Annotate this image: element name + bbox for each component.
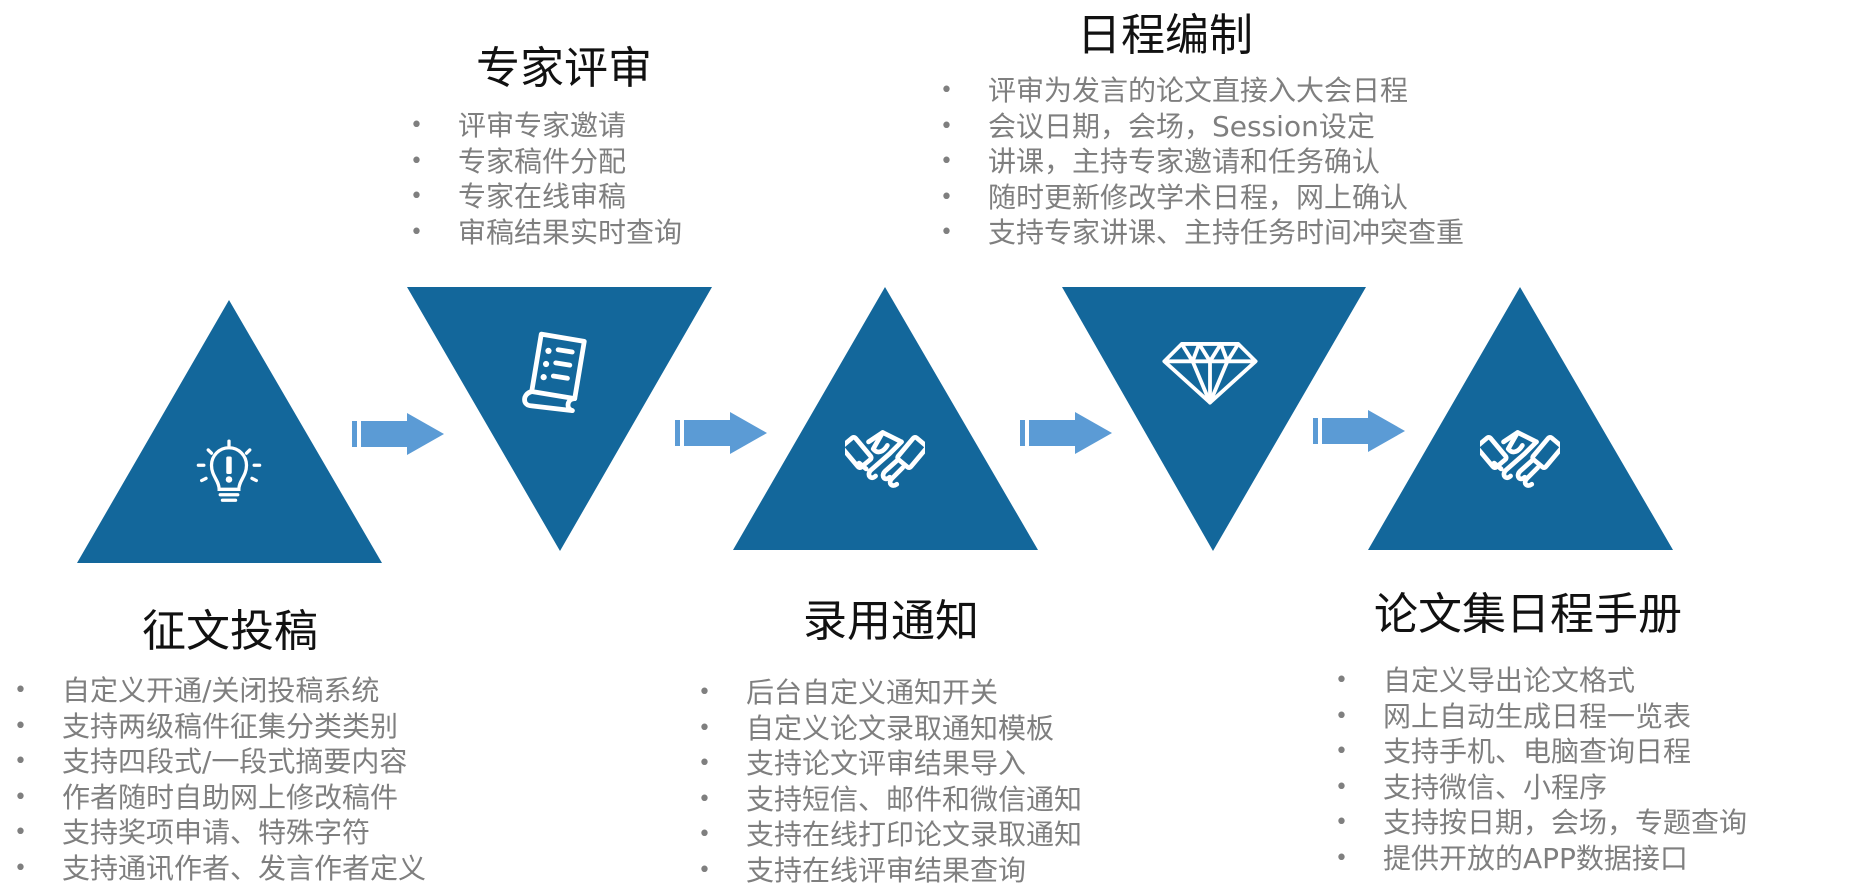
stage-title-acceptance: 录用通知	[803, 596, 979, 647]
list-item: 支持两级稿件征集分类类别	[14, 709, 426, 745]
list-item: 支持手机、电脑查询日程	[1335, 734, 1747, 770]
flow-arrow-icon	[1313, 410, 1405, 452]
flow-arrow-icon	[675, 412, 767, 454]
list-item: 提供开放的APP数据接口	[1335, 841, 1747, 877]
flow-arrow-icon	[1020, 412, 1112, 454]
stage-title-proceedings: 论文集日程手册	[1374, 589, 1682, 640]
list-item: 支持微信、小程序	[1335, 770, 1747, 806]
list-item: 作者随时自助网上修改稿件	[14, 780, 426, 816]
list-item: 评审为发言的论文直接入大会日程	[940, 73, 1464, 109]
list-item: 专家在线审稿	[410, 179, 682, 215]
list-item: 随时更新修改学术日程，网上确认	[940, 180, 1464, 216]
list-item: 自定义论文录取通知模板	[698, 711, 1082, 747]
list-item: 支持短信、邮件和微信通知	[698, 782, 1082, 818]
list-item: 专家稿件分配	[410, 144, 682, 180]
list-item: 讲课，主持专家邀请和任务确认	[940, 144, 1464, 180]
stage-triangle-4	[1062, 287, 1366, 551]
list-item: 支持通讯作者、发言作者定义	[14, 851, 426, 887]
list-item: 网上自动生成日程一览表	[1335, 699, 1747, 735]
list-item: 评审专家邀请	[410, 108, 682, 144]
list-item: 支持论文评审结果导入	[698, 746, 1082, 782]
list-item: 后台自定义通知开关	[698, 675, 1082, 711]
stage-list-review: 评审专家邀请 专家稿件分配 专家在线审稿 审稿结果实时查询	[410, 108, 682, 250]
stage-list-scheduling: 评审为发言的论文直接入大会日程 会议日期，会场，Session设定 讲课，主持专…	[940, 73, 1464, 251]
flow-arrow-icon	[352, 413, 444, 455]
list-item: 支持专家讲课、主持任务时间冲突查重	[940, 215, 1464, 251]
list-item: 支持按日期，会场，专题查询	[1335, 805, 1747, 841]
list-item: 审稿结果实时查询	[410, 215, 682, 251]
stage-list-proceedings: 自定义导出论文格式 网上自动生成日程一览表 支持手机、电脑查询日程 支持微信、小…	[1335, 663, 1747, 876]
list-item: 支持奖项申请、特殊字符	[14, 815, 426, 851]
stage-triangle-1	[77, 300, 382, 563]
stage-triangle-3	[733, 287, 1038, 550]
stage-title-scheduling: 日程编制	[1077, 10, 1253, 61]
stage-triangle-5	[1368, 287, 1673, 550]
stage-list-submission: 自定义开通/关闭投稿系统 支持两级稿件征集分类类别 支持四段式/一段式摘要内容 …	[14, 673, 426, 886]
list-item: 会议日期，会场，Session设定	[940, 109, 1464, 145]
stage-title-review: 专家评审	[476, 43, 652, 94]
list-item: 支持在线评审结果查询	[698, 853, 1082, 888]
stage-title-submission: 征文投稿	[142, 606, 318, 657]
stage-list-acceptance: 后台自定义通知开关 自定义论文录取通知模板 支持论文评审结果导入 支持短信、邮件…	[698, 675, 1082, 888]
list-item: 支持四段式/一段式摘要内容	[14, 744, 426, 780]
stage-triangle-2	[407, 287, 712, 551]
list-item: 自定义开通/关闭投稿系统	[14, 673, 426, 709]
list-item: 自定义导出论文格式	[1335, 663, 1747, 699]
list-item: 支持在线打印论文录取通知	[698, 817, 1082, 853]
